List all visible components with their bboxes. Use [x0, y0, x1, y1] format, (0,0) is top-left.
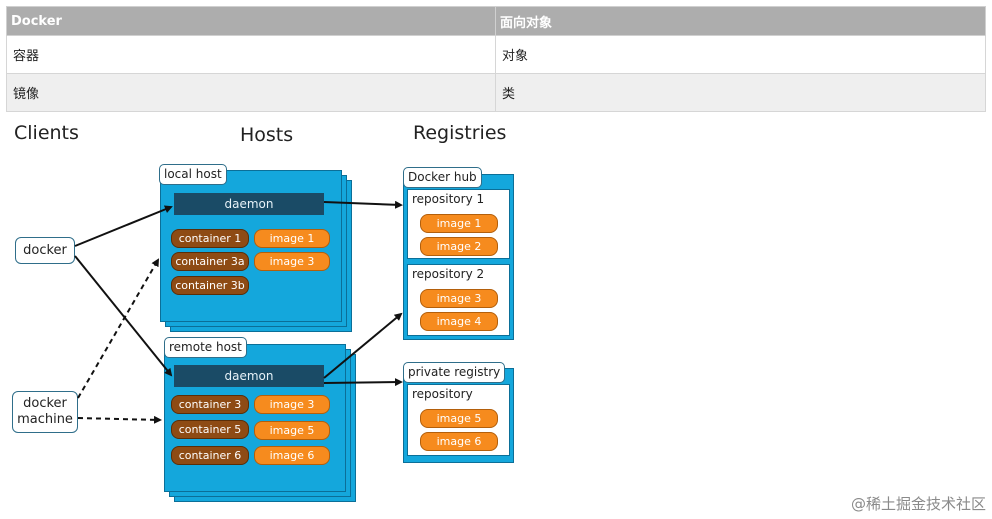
docker-client: docker: [15, 237, 75, 264]
remote-daemon: daemon: [174, 365, 324, 387]
table-cell: 类: [495, 73, 986, 112]
image-pill: image 6: [420, 432, 498, 451]
clients-title: Clients: [14, 122, 79, 144]
repository-name: repository: [412, 387, 473, 401]
repository-box: repository 2 image 3 image 4: [407, 264, 510, 336]
arrow-machine-to-remote-host: [77, 415, 162, 424]
hosts-title: Hosts: [240, 124, 294, 146]
docker-hub-registry: repository 1 image 1 image 2 repository …: [403, 174, 514, 340]
container-pill: container 3a: [171, 252, 249, 271]
private-registry-label: private registry: [403, 362, 506, 383]
container-pill: container 3: [171, 395, 249, 414]
image-pill: image 3: [254, 252, 330, 271]
remote-host-label: remote host: [164, 337, 247, 358]
arrow-docker-to-remote-daemon: [74, 255, 173, 377]
table-cell: 镜像: [6, 73, 496, 112]
docker-machine-label-2: machine: [17, 412, 73, 427]
image-pill: image 2: [420, 237, 498, 256]
site-watermark: @稀土掘金技术社区: [850, 495, 986, 513]
repository-name: repository 2: [412, 267, 485, 281]
container-pill: container 3b: [171, 276, 249, 295]
repository-box: repository image 5 image 6: [407, 384, 510, 456]
container-pill: container 6: [171, 446, 249, 465]
container-pill: container 1: [171, 229, 249, 248]
image-pill: image 5: [420, 409, 498, 428]
image-pill: image 3: [420, 289, 498, 308]
image-pill: image 1: [254, 229, 330, 248]
table-header-row: Docker 面向对象: [6, 6, 986, 36]
local-host-label: local host: [159, 164, 227, 185]
image-pill: image 1: [420, 214, 498, 233]
image-pill: image 4: [420, 312, 498, 331]
arrow-machine-to-local-host: [77, 258, 160, 399]
repository-name: repository 1: [412, 192, 485, 206]
docker-hub-label: Docker hub: [403, 167, 482, 188]
registries-title: Registries: [413, 122, 507, 144]
table-row: 镜像 类: [6, 73, 986, 112]
comparison-table: Docker 面向对象 容器 对象 镜像 类: [6, 6, 986, 112]
image-pill: image 5: [254, 421, 330, 440]
arrow-docker-to-local-daemon: [74, 205, 173, 247]
docker-client-label: docker: [23, 243, 67, 258]
image-pill: image 3: [254, 395, 330, 414]
local-daemon: daemon: [174, 193, 324, 215]
table-cell: 容器: [6, 35, 496, 74]
private-registry: repository image 5 image 6: [403, 368, 514, 463]
table-header-docker: Docker: [6, 6, 496, 36]
table-row: 容器 对象: [6, 35, 986, 74]
docker-machine-label-1: docker: [23, 396, 67, 411]
repository-box: repository 1 image 1 image 2: [407, 189, 510, 259]
container-pill: container 5: [171, 420, 249, 439]
image-pill: image 6: [254, 446, 330, 465]
docker-machine-client: docker machine: [12, 391, 78, 433]
